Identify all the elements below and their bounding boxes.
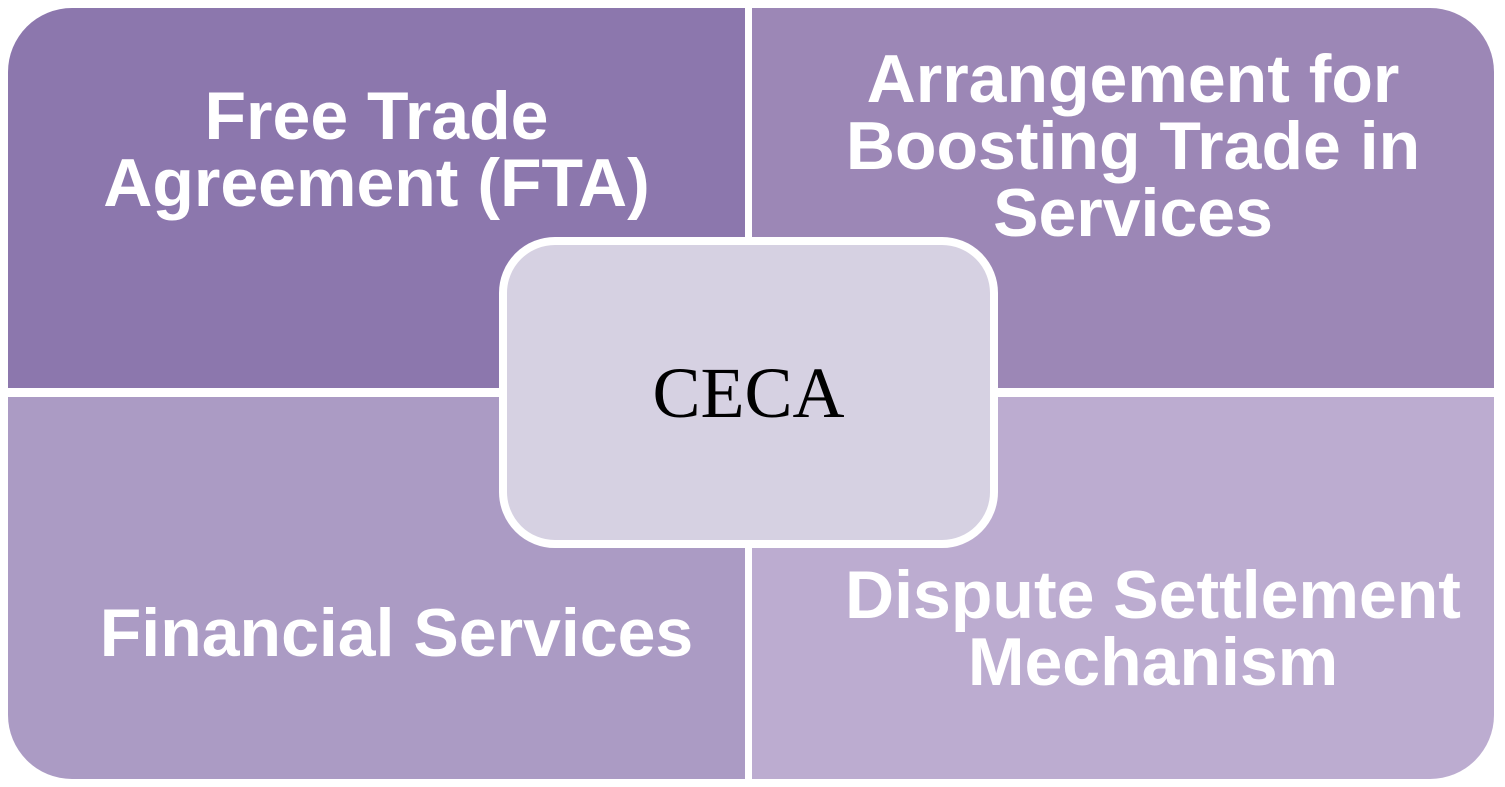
quadrant-trade-in-services: Arrangement for Boosting Trade in Servic…: [752, 8, 1494, 388]
quadrant-label-trade-in-services: Arrangement for Boosting Trade in Servic…: [845, 41, 1421, 251]
quadrant-label-dispute-settlement: Dispute Settlement Mechanism: [845, 557, 1461, 700]
center-node-ceca: CECA: [499, 237, 998, 548]
quadrant-label-financial-services: Financial Services: [99, 595, 694, 671]
center-label: CECA: [652, 353, 845, 433]
quadrant-free-trade-agreement: Free Trade Agreement (FTA): [8, 8, 745, 388]
quadrant-label-fta: Free Trade Agreement (FTA): [103, 78, 650, 221]
